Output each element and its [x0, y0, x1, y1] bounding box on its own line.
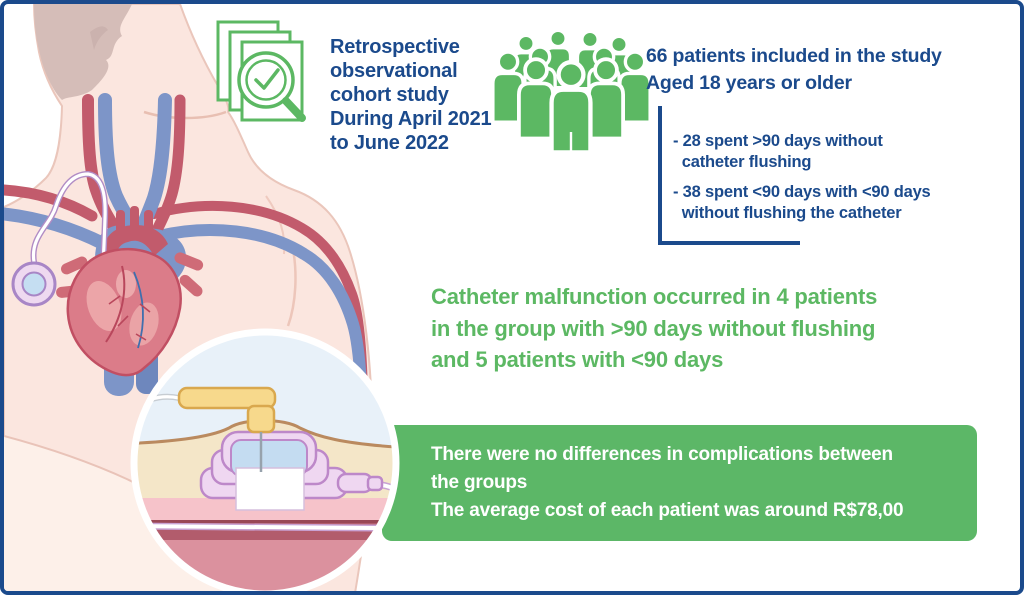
malfunction-finding: Catheter malfunction occurred in 4 patie… [431, 284, 878, 372]
summary-text: There were no differences in complicatio… [431, 444, 904, 521]
port-device-icon [11, 261, 57, 307]
check-icon [254, 68, 280, 90]
patients-headline: 66 patients included in the study Aged 1… [646, 45, 942, 94]
hair-shape [34, 4, 132, 100]
heart-illustration [30, 170, 204, 396]
summary-box: There were no differences in complicatio… [382, 425, 977, 541]
document-search-icon [216, 20, 306, 122]
study-description: Retrospective observational cohort study… [330, 36, 492, 154]
huber-needle-icon [177, 386, 277, 472]
patients-group-bracket [658, 106, 800, 245]
patients-groups: - 28 spent >90 days without catheter flu… [673, 131, 1013, 233]
patients-group-item: - 38 spent <90 days with <90 days withou… [673, 183, 931, 222]
port-catheter-inset [130, 328, 400, 591]
people-crowd-icon [492, 29, 652, 154]
patients-group-item: - 28 spent >90 days without catheter flu… [673, 132, 883, 171]
